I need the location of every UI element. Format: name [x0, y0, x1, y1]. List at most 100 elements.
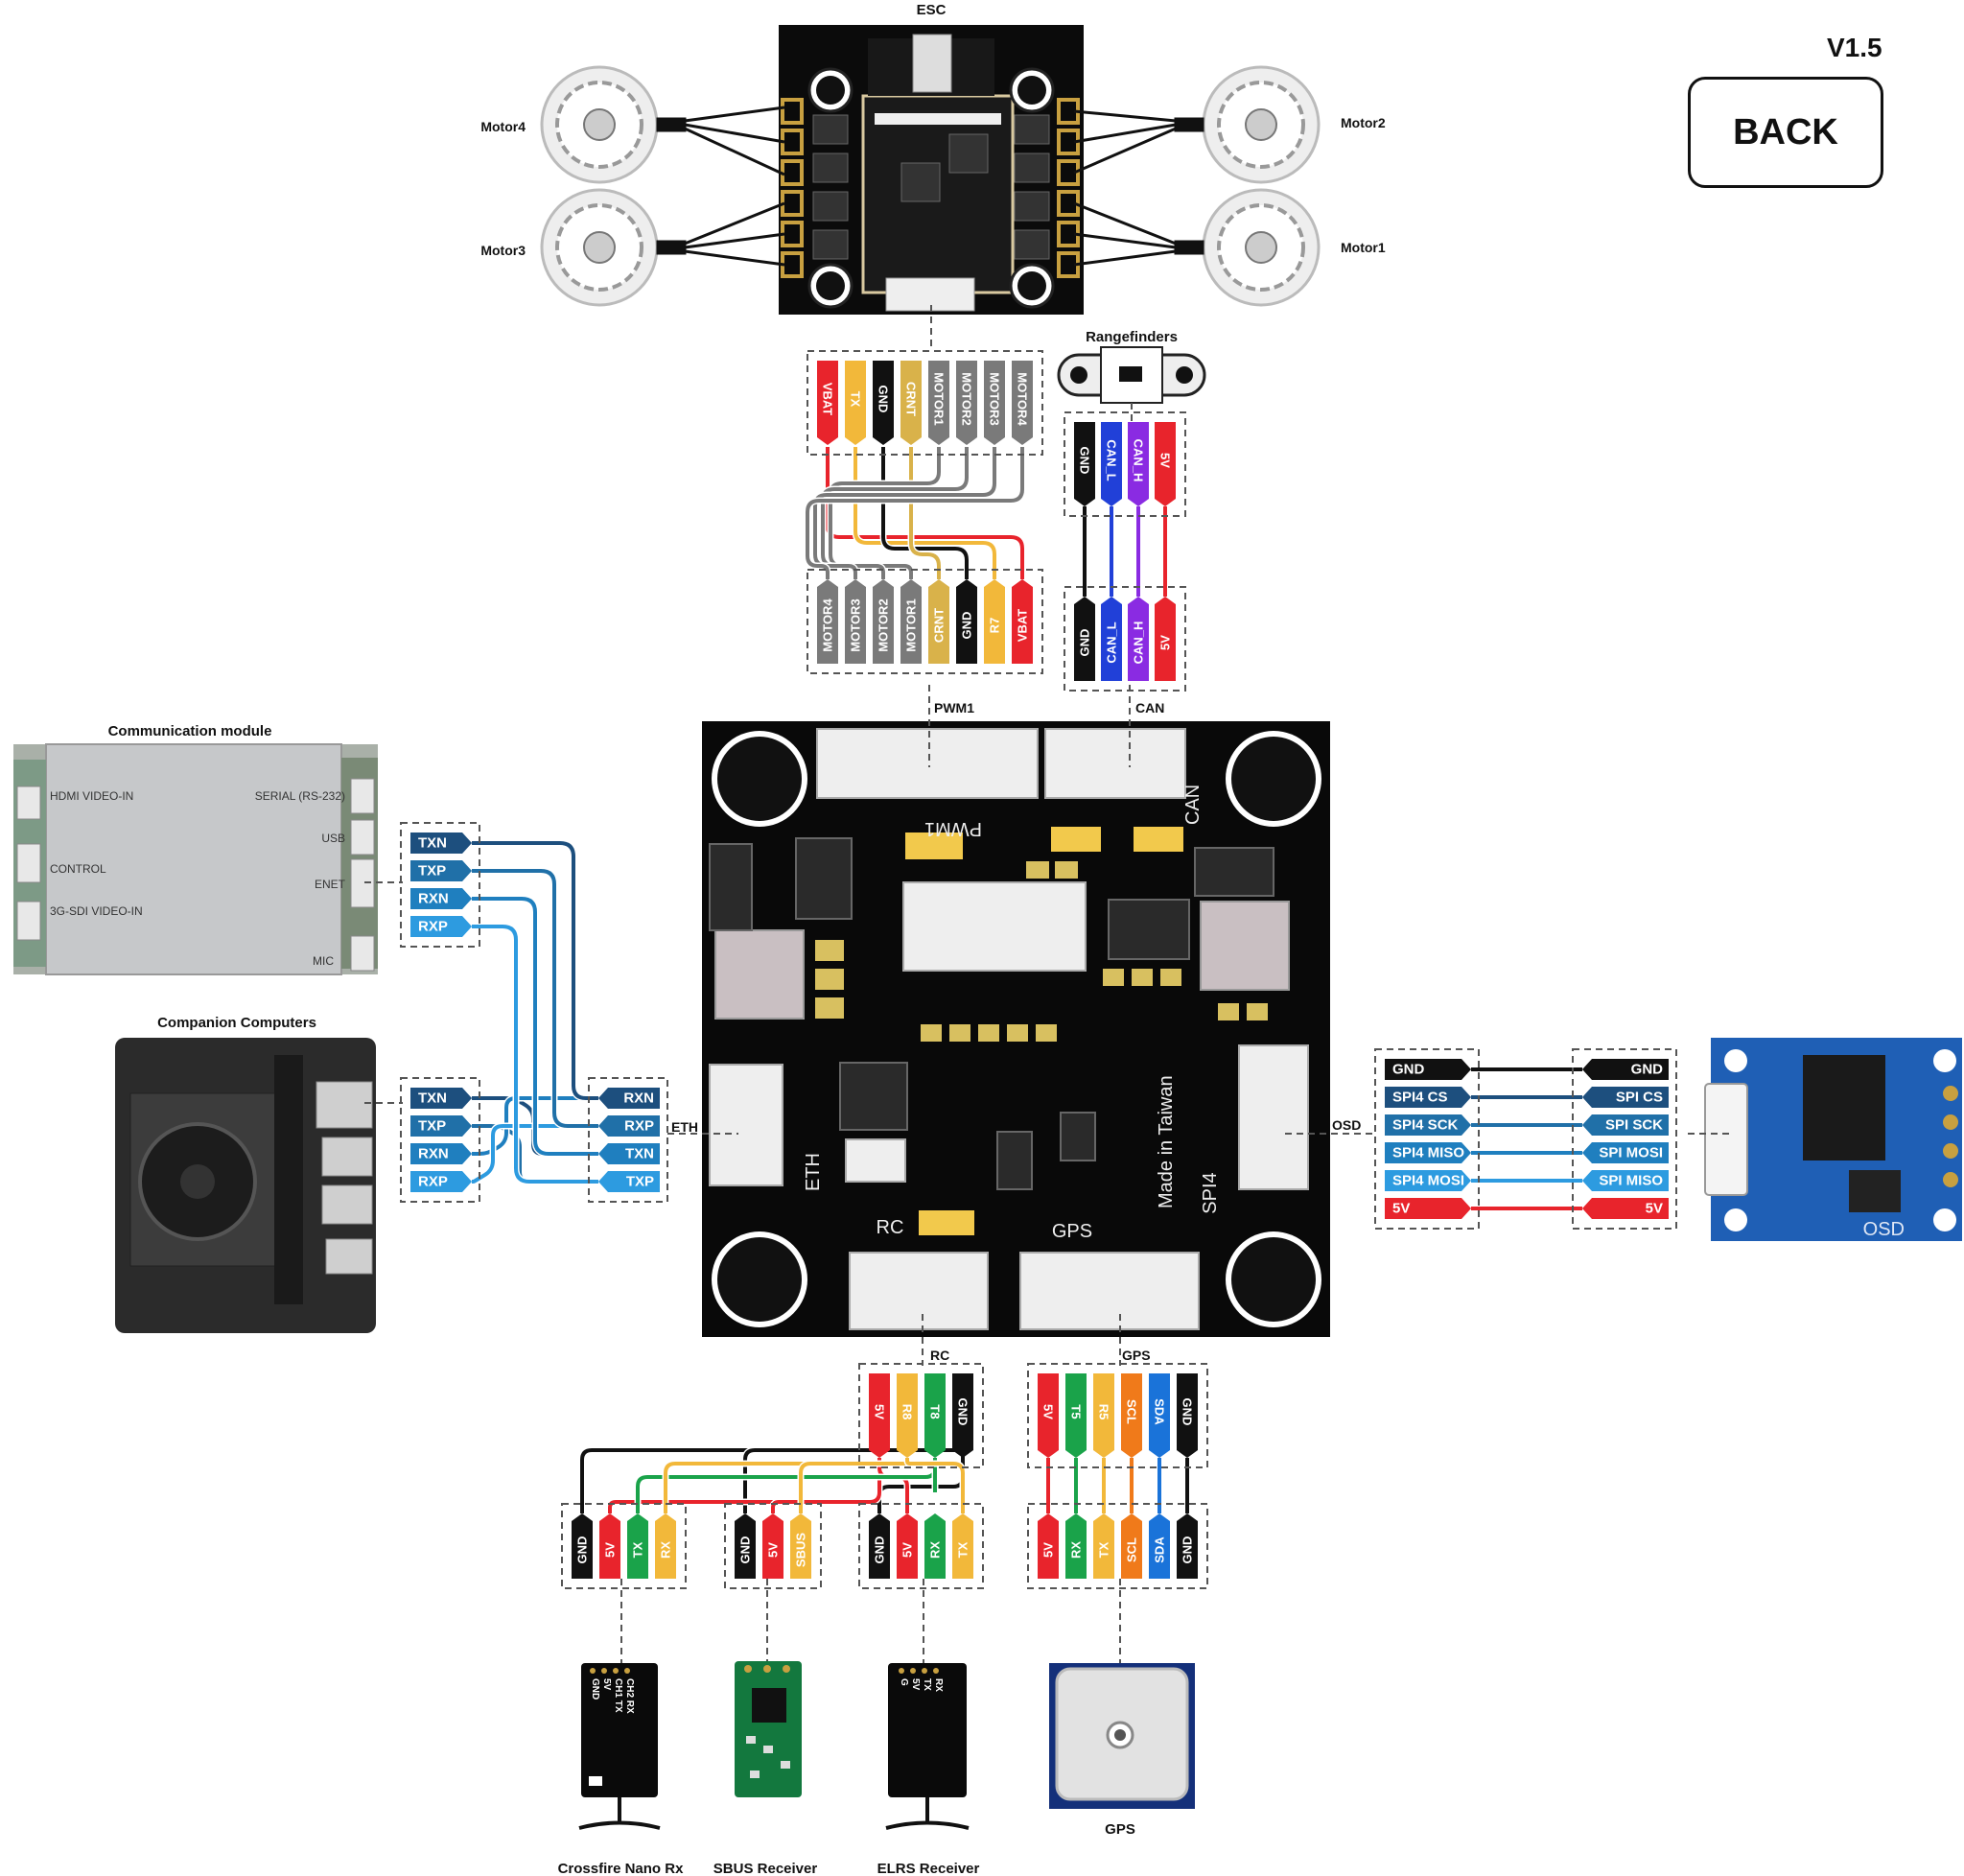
crossfire-pin-label-0: GND — [575, 1536, 590, 1564]
gps_fc-pin-5 — [1177, 1373, 1198, 1458]
esc_top-pin-0 — [817, 361, 838, 445]
fc-silk-eth: ETH — [803, 1153, 824, 1191]
esc_top-pin-6 — [984, 361, 1005, 445]
esc-title: ESC — [917, 2, 947, 18]
spi_osd-pin-label-4: SPI MISO — [1599, 1173, 1663, 1189]
sbus-pin-0 — [735, 1513, 756, 1579]
back-button[interactable]: BACK — [1688, 77, 1883, 188]
spi_fc-pin-3 — [1385, 1142, 1471, 1163]
elrs-silk-rx: RX — [933, 1678, 944, 1692]
spi_fc-pin-1 — [1385, 1087, 1471, 1108]
can_top-pin-label-1: CAN_L — [1105, 439, 1119, 481]
sbus-box — [724, 1503, 822, 1589]
spi_fc-pin-label-4: SPI4 MOSI — [1392, 1173, 1464, 1189]
flight-controller: PWM1 CAN ETH RC GPS SPI4 Made in Taiwan — [702, 721, 1330, 1337]
sbus-receiver-title: SBUS Receiver — [713, 1861, 818, 1876]
spi_osd-pin-4 — [1582, 1170, 1669, 1191]
can_bottom-pin-label-0: GND — [1078, 629, 1092, 657]
esc-board — [779, 25, 1084, 315]
spi_fc-pin-label-1: SPI4 CS — [1392, 1090, 1448, 1106]
companion-pin-1 — [410, 1115, 472, 1137]
spi_osd-pin-label-1: SPI CS — [1616, 1090, 1663, 1106]
eth_fc-pin-label-0: RXN — [623, 1090, 654, 1107]
pwm_bottom-pin-label-6: R7 — [988, 618, 1002, 634]
rc_fc-pin-0 — [869, 1373, 890, 1458]
spi_osd-pin-0 — [1582, 1059, 1669, 1080]
motor3 — [540, 188, 659, 307]
elrs-pin-1 — [897, 1513, 918, 1579]
wire-esc-motor2 — [821, 447, 969, 579]
sbus-pin-label-2: SBUS — [794, 1533, 808, 1567]
crossfire-receiver: GND 5V CH1 TX CH2 RX — [578, 1663, 661, 1830]
fc-silk-rc: RC — [877, 1217, 904, 1238]
can_top-pin-3 — [1155, 422, 1176, 506]
eth_fc-connector: RXN RXP TXN TXP — [588, 1077, 668, 1203]
companion-pin-label-0: TXN — [418, 1090, 447, 1107]
communication-module-title: Communication module — [108, 723, 272, 739]
fc-silk-spi4: SPI4 — [1200, 1172, 1221, 1213]
comm-silk-enet: ENET — [315, 878, 346, 891]
gps_fc-pin-3 — [1121, 1373, 1142, 1458]
wire-eth-comm-1 — [472, 869, 598, 1128]
can_bottom-pin-label-3: 5V — [1158, 635, 1173, 650]
comm-pin-label-3: RXP — [418, 919, 448, 935]
crossfire-pin-0 — [572, 1513, 593, 1579]
can_top-pin-label-0: GND — [1078, 447, 1092, 475]
can_top-pin-1 — [1101, 422, 1122, 506]
eth_fc-pin-label-3: TXP — [626, 1174, 654, 1190]
rc_fc-box — [858, 1363, 984, 1468]
esc_top-pin-label-6: MOTOR3 — [988, 372, 1002, 425]
osd-module: OSD — [1704, 1038, 1962, 1241]
rc_fc-pin-2 — [924, 1373, 946, 1458]
gps_fc-pin-label-1: T5 — [1069, 1404, 1084, 1419]
wire-eth-comm-2 — [472, 897, 598, 1156]
crossfire-pin-label-1: 5V — [603, 1542, 618, 1558]
gps_fc-pin-4 — [1149, 1373, 1170, 1458]
pwm_bottom-pin-3 — [900, 579, 922, 664]
rc_fc-pin-label-1: R8 — [900, 1404, 915, 1420]
spi_osd-pin-label-5: 5V — [1646, 1201, 1663, 1217]
motor2 — [1202, 65, 1321, 184]
gps_fc-pin-label-3: SCL — [1125, 1399, 1139, 1424]
version-label: V1.5 — [1827, 33, 1882, 62]
elrs-receiver-title: ELRS Receiver — [877, 1861, 980, 1876]
sbus-pin-2 — [790, 1513, 811, 1579]
wire-rc-5v-sbus — [771, 1458, 881, 1513]
can_top-pin-label-2: CAN_H — [1132, 439, 1146, 482]
gps_fc-pin-label-0: 5V — [1041, 1404, 1056, 1419]
spi_fc-pin-0 — [1385, 1059, 1471, 1080]
comm-silk-serial: SERIAL (RS-232) — [255, 789, 345, 803]
wire-eth-comp-3 — [471, 1124, 598, 1184]
spi_osd-pin-label-2: SPI SCK — [1605, 1117, 1663, 1134]
gps_mod-pin-1 — [1065, 1513, 1087, 1579]
eth_fc-pin-label-2: TXN — [625, 1146, 654, 1162]
sbus-pin-label-1: 5V — [766, 1542, 781, 1558]
comm-silk-mic: MIC — [313, 954, 334, 968]
can_bottom-pin-3 — [1155, 597, 1176, 681]
pwm_bottom-box — [807, 569, 1043, 674]
sbus-pin-1 — [762, 1513, 783, 1579]
can_bottom-pin-2 — [1128, 597, 1149, 681]
comm-pin-0 — [410, 832, 472, 854]
crossfire-silk-ch1: CH1 TX — [613, 1678, 623, 1713]
esc_top-pin-label-3: CRNT — [904, 382, 919, 416]
gps_mod-pin-label-2: TX — [1097, 1541, 1111, 1558]
eth_fc-pin-label-1: RXP — [624, 1118, 654, 1135]
can_bottom-pin-0 — [1074, 597, 1095, 681]
rc-port-label: RC — [930, 1348, 949, 1363]
crossfire-pin-2 — [627, 1513, 648, 1579]
elrs-silk-g: G — [899, 1678, 909, 1686]
comm-pin-3 — [410, 916, 472, 937]
comm-pin-label-0: TXN — [418, 835, 447, 852]
fc-silk-can: CAN — [1182, 785, 1204, 825]
gps_mod-box — [1027, 1503, 1208, 1589]
spi_osd-pin-5 — [1582, 1198, 1669, 1219]
connection-guides — [364, 305, 1734, 1663]
